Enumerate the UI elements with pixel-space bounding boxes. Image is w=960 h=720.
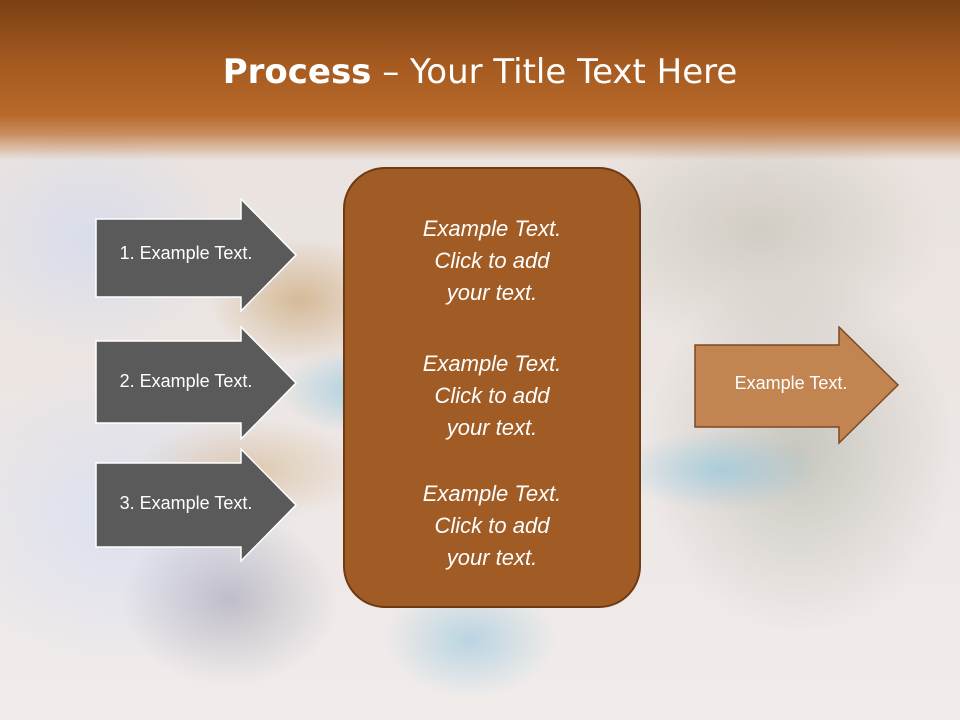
result-arrow-label: Example Text.	[734, 373, 848, 393]
step-arrow-1[interactable]: 1. Example Text.	[95, 198, 297, 312]
result-arrow-shape	[694, 326, 900, 445]
center-text-line: Click to add	[434, 513, 550, 538]
step-arrow-shape	[95, 326, 297, 440]
result-arrow[interactable]: Example Text.	[694, 326, 900, 446]
page-title[interactable]: Process – Your Title Text Here	[0, 52, 960, 92]
center-text-block-1: Example Text. Click to add your text.	[345, 213, 639, 309]
center-text-line: Example Text.	[422, 216, 562, 241]
center-text-line: Click to add	[434, 383, 550, 408]
center-text-box[interactable]: Example Text. Click to add your text. Ex…	[343, 167, 641, 608]
center-text-line: Example Text.	[422, 481, 562, 506]
step-arrow-2[interactable]: 2. Example Text.	[95, 326, 297, 440]
center-text-line: your text.	[446, 280, 538, 305]
step-arrow-label: 1. Example Text.	[119, 243, 253, 263]
center-text-block-2: Example Text. Click to add your text.	[345, 348, 639, 444]
title-rest: – Your Title Text Here	[371, 52, 738, 92]
step-arrow-3[interactable]: 3. Example Text.	[95, 448, 297, 562]
step-arrow-label: 2. Example Text.	[119, 371, 253, 391]
title-band	[0, 0, 960, 160]
center-text-line: your text.	[446, 415, 538, 440]
center-text-block-3: Example Text. Click to add your text.	[345, 478, 639, 574]
title-bold: Process	[222, 52, 372, 92]
step-arrow-shape	[95, 448, 297, 562]
center-text-line: Example Text.	[422, 351, 562, 376]
step-arrow-shape	[95, 198, 297, 312]
center-text-line: Click to add	[434, 248, 550, 273]
center-text-line: your text.	[446, 545, 538, 570]
step-arrow-label: 3. Example Text.	[119, 493, 253, 513]
